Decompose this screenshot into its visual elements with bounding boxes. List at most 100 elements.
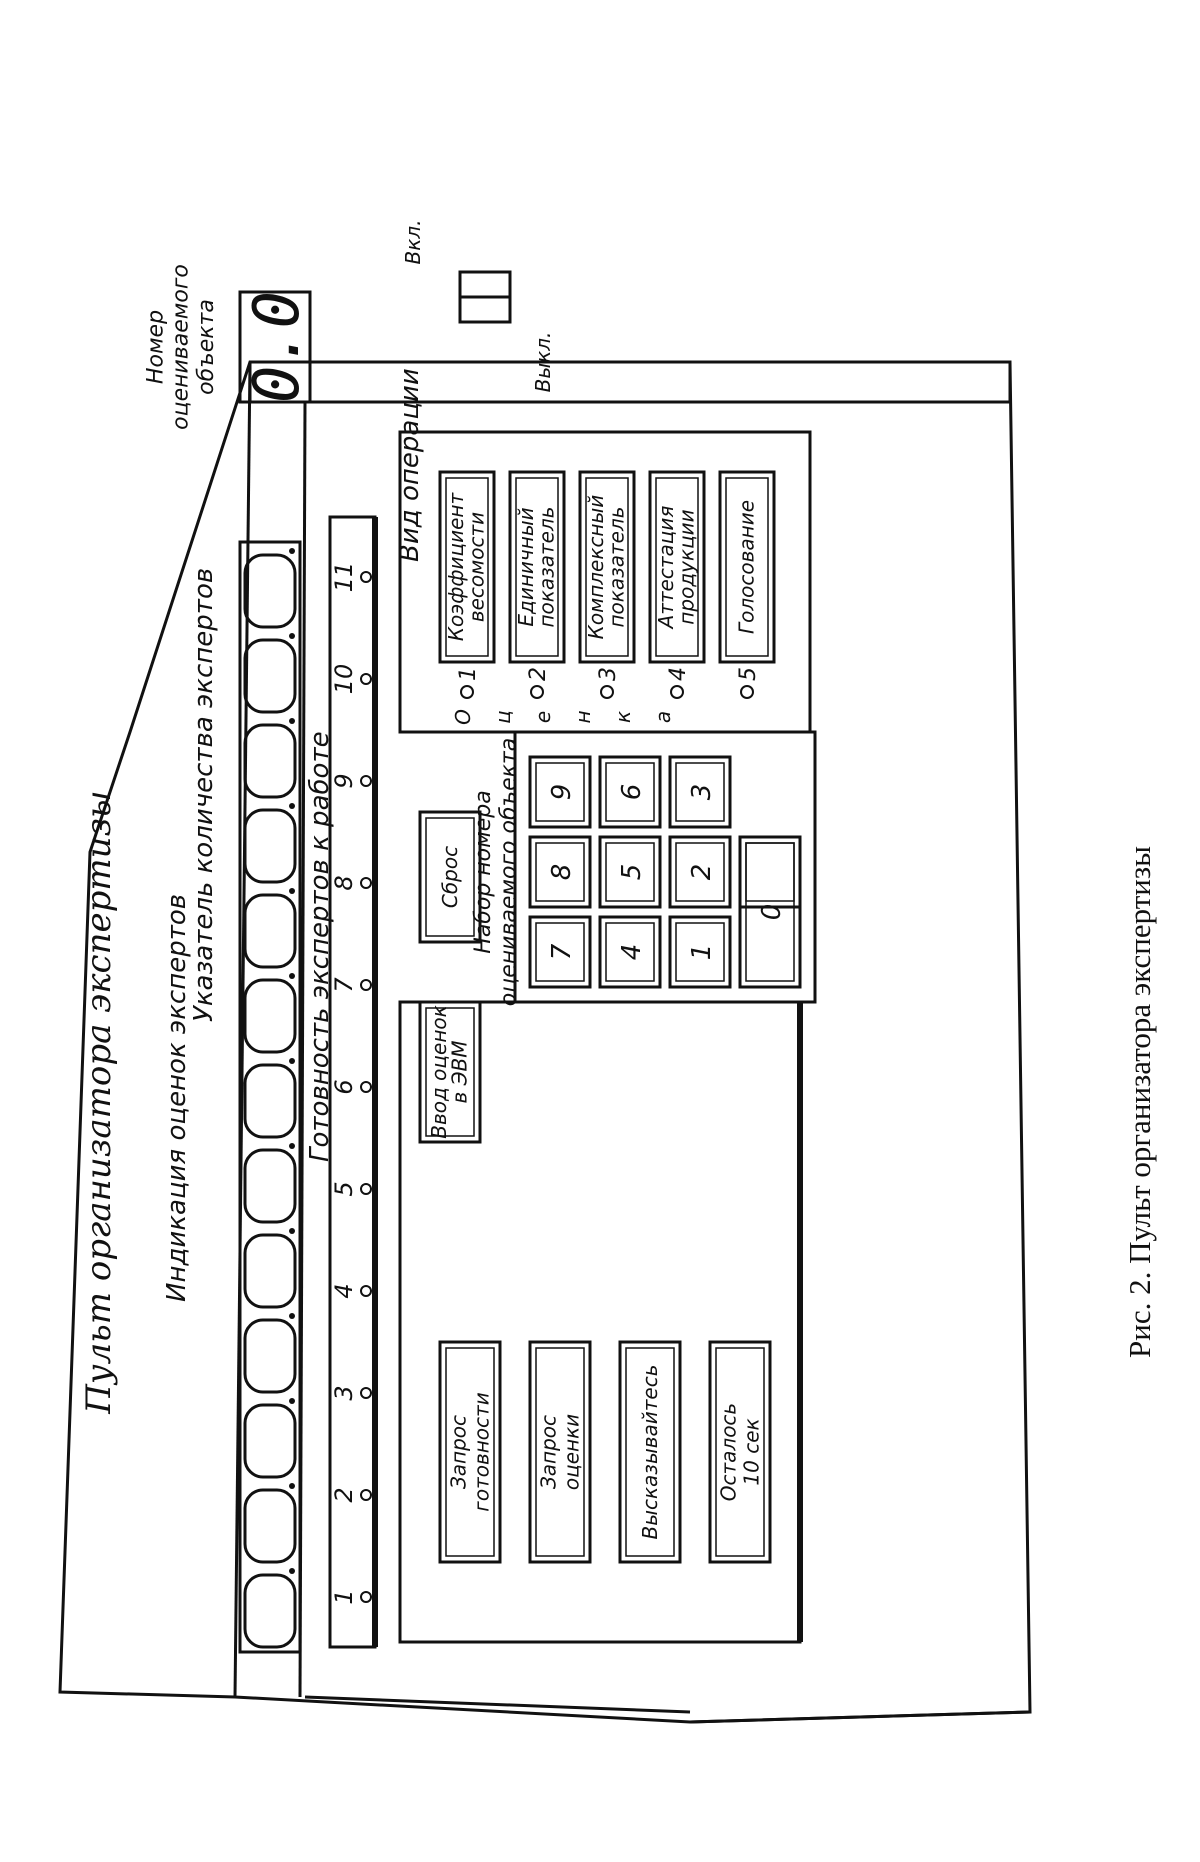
- ocenka-letter: ц: [491, 710, 515, 724]
- left-button-label: оценки: [560, 1414, 584, 1490]
- power-switch[interactable]: [458, 270, 512, 324]
- object-number-display: 0.0: [238, 290, 313, 404]
- operation-button-label: продукции: [675, 509, 699, 624]
- readiness-lamp: [360, 775, 372, 787]
- operation-number: 1: [456, 667, 481, 681]
- readiness-number: 11: [330, 562, 358, 593]
- display-digit-cell: [243, 1318, 297, 1394]
- keypad-key[interactable]: 1: [668, 915, 732, 989]
- display-digit-cell: [243, 553, 297, 629]
- display-dot: [289, 1228, 295, 1234]
- operation-button-label: Коэффициент: [444, 492, 468, 642]
- left-button-label: Осталось: [717, 1403, 741, 1501]
- display-dot: [289, 633, 295, 639]
- keypad-key-label: 6: [617, 784, 647, 801]
- display-digit-cell: [243, 723, 297, 799]
- keypad-key-label: 7: [547, 943, 577, 960]
- display-digit-cell: [243, 1573, 297, 1649]
- readiness-lamp: [360, 1183, 372, 1195]
- readiness-number: 8: [330, 875, 358, 890]
- keypad-key[interactable]: 4: [598, 915, 662, 989]
- display-dot: [289, 1483, 295, 1489]
- reset-button[interactable]: Сброс: [418, 810, 482, 944]
- expert-count-label: Указатель количества экспертов: [189, 568, 219, 1022]
- keypad-key[interactable]: 2: [668, 835, 732, 909]
- readiness-number: 3: [330, 1385, 358, 1400]
- object-number-label: Номер: [143, 310, 168, 384]
- operation-button[interactable]: Голосование: [718, 470, 776, 664]
- keypad-key[interactable]: 0: [738, 835, 802, 989]
- keypad-key-label: 2: [687, 864, 717, 881]
- keypad-key-label: 8: [547, 864, 577, 881]
- input-scores-label: Ввод оценок: [427, 1005, 451, 1138]
- keypad-key-label: 4: [617, 944, 647, 961]
- keypad-key[interactable]: 5: [598, 835, 662, 909]
- readiness-lamp: [360, 1489, 372, 1501]
- display-digit-cell: [243, 1403, 297, 1479]
- readiness-lamp: [360, 1081, 372, 1093]
- left-button[interactable]: Высказывайтесь: [618, 1340, 682, 1564]
- object-number-label: объекта: [194, 299, 219, 395]
- readiness-label: Готовность экспертов к работе: [305, 731, 335, 1162]
- readiness-lamp: [360, 571, 372, 583]
- keypad-key-label: 9: [547, 784, 577, 801]
- indication-label: Индикация оценок экспертов: [162, 894, 192, 1302]
- ocenka-letter: а: [651, 711, 675, 723]
- display-digit-cell: [243, 1233, 297, 1309]
- operation-number: 3: [596, 667, 621, 681]
- operation-lamp: [460, 685, 474, 699]
- operation-button-label: весомости: [465, 512, 489, 622]
- readiness-lamp: [360, 877, 372, 889]
- operation-button-label: показатель: [605, 506, 629, 627]
- readiness-lamp: [360, 673, 372, 685]
- display-dot: [289, 803, 295, 809]
- readiness-bar: [328, 515, 378, 1649]
- keypad-key-label: 5: [617, 864, 647, 881]
- keypad-key-label: 1: [687, 944, 717, 961]
- operation-lamp: [740, 685, 754, 699]
- keypad-key[interactable]: 7: [528, 915, 592, 989]
- object-number-value: 0.0: [240, 291, 313, 403]
- readiness-number: 2: [330, 1487, 358, 1502]
- operation-label: Вид операции: [395, 368, 425, 562]
- operation-button-label: Голосование: [734, 500, 758, 634]
- display-digit-cell: [243, 1063, 297, 1139]
- display-dot: [289, 718, 295, 724]
- operation-button-label: показатель: [535, 506, 559, 627]
- reset-label: Сброс: [438, 846, 462, 908]
- display-digit-cell: [243, 1148, 297, 1224]
- left-button-label: 10 сек: [740, 1418, 764, 1485]
- readiness-lamp: [360, 1387, 372, 1399]
- keypad-key[interactable]: 3: [668, 755, 732, 829]
- keypad-key[interactable]: 8: [528, 835, 592, 909]
- readiness-lamp: [360, 1285, 372, 1297]
- display-dot: [289, 1568, 295, 1574]
- readiness-number: 10: [330, 664, 358, 695]
- object-number-label: оцениваемого: [169, 264, 194, 430]
- keypad-key[interactable]: [738, 835, 802, 909]
- display-digit-cell: [243, 1488, 297, 1564]
- readiness-number: 9: [330, 773, 358, 788]
- keypad-key[interactable]: 9: [528, 755, 592, 829]
- console-top-edge: [233, 361, 252, 1698]
- left-button-label: Запрос: [537, 1415, 561, 1489]
- readiness-number: 4: [330, 1283, 358, 1298]
- left-button-label: готовности: [470, 1392, 494, 1511]
- left-button-label: Запрос: [447, 1415, 471, 1489]
- operation-group: [398, 430, 812, 734]
- readiness-lamp: [360, 1591, 372, 1603]
- keypad-key[interactable]: 6: [598, 755, 662, 829]
- display-dot: [289, 1313, 295, 1319]
- display-digit-cell: [243, 978, 297, 1054]
- operation-number: 4: [666, 667, 691, 681]
- display-dot: [289, 548, 295, 554]
- display-digit-cell: [243, 893, 297, 969]
